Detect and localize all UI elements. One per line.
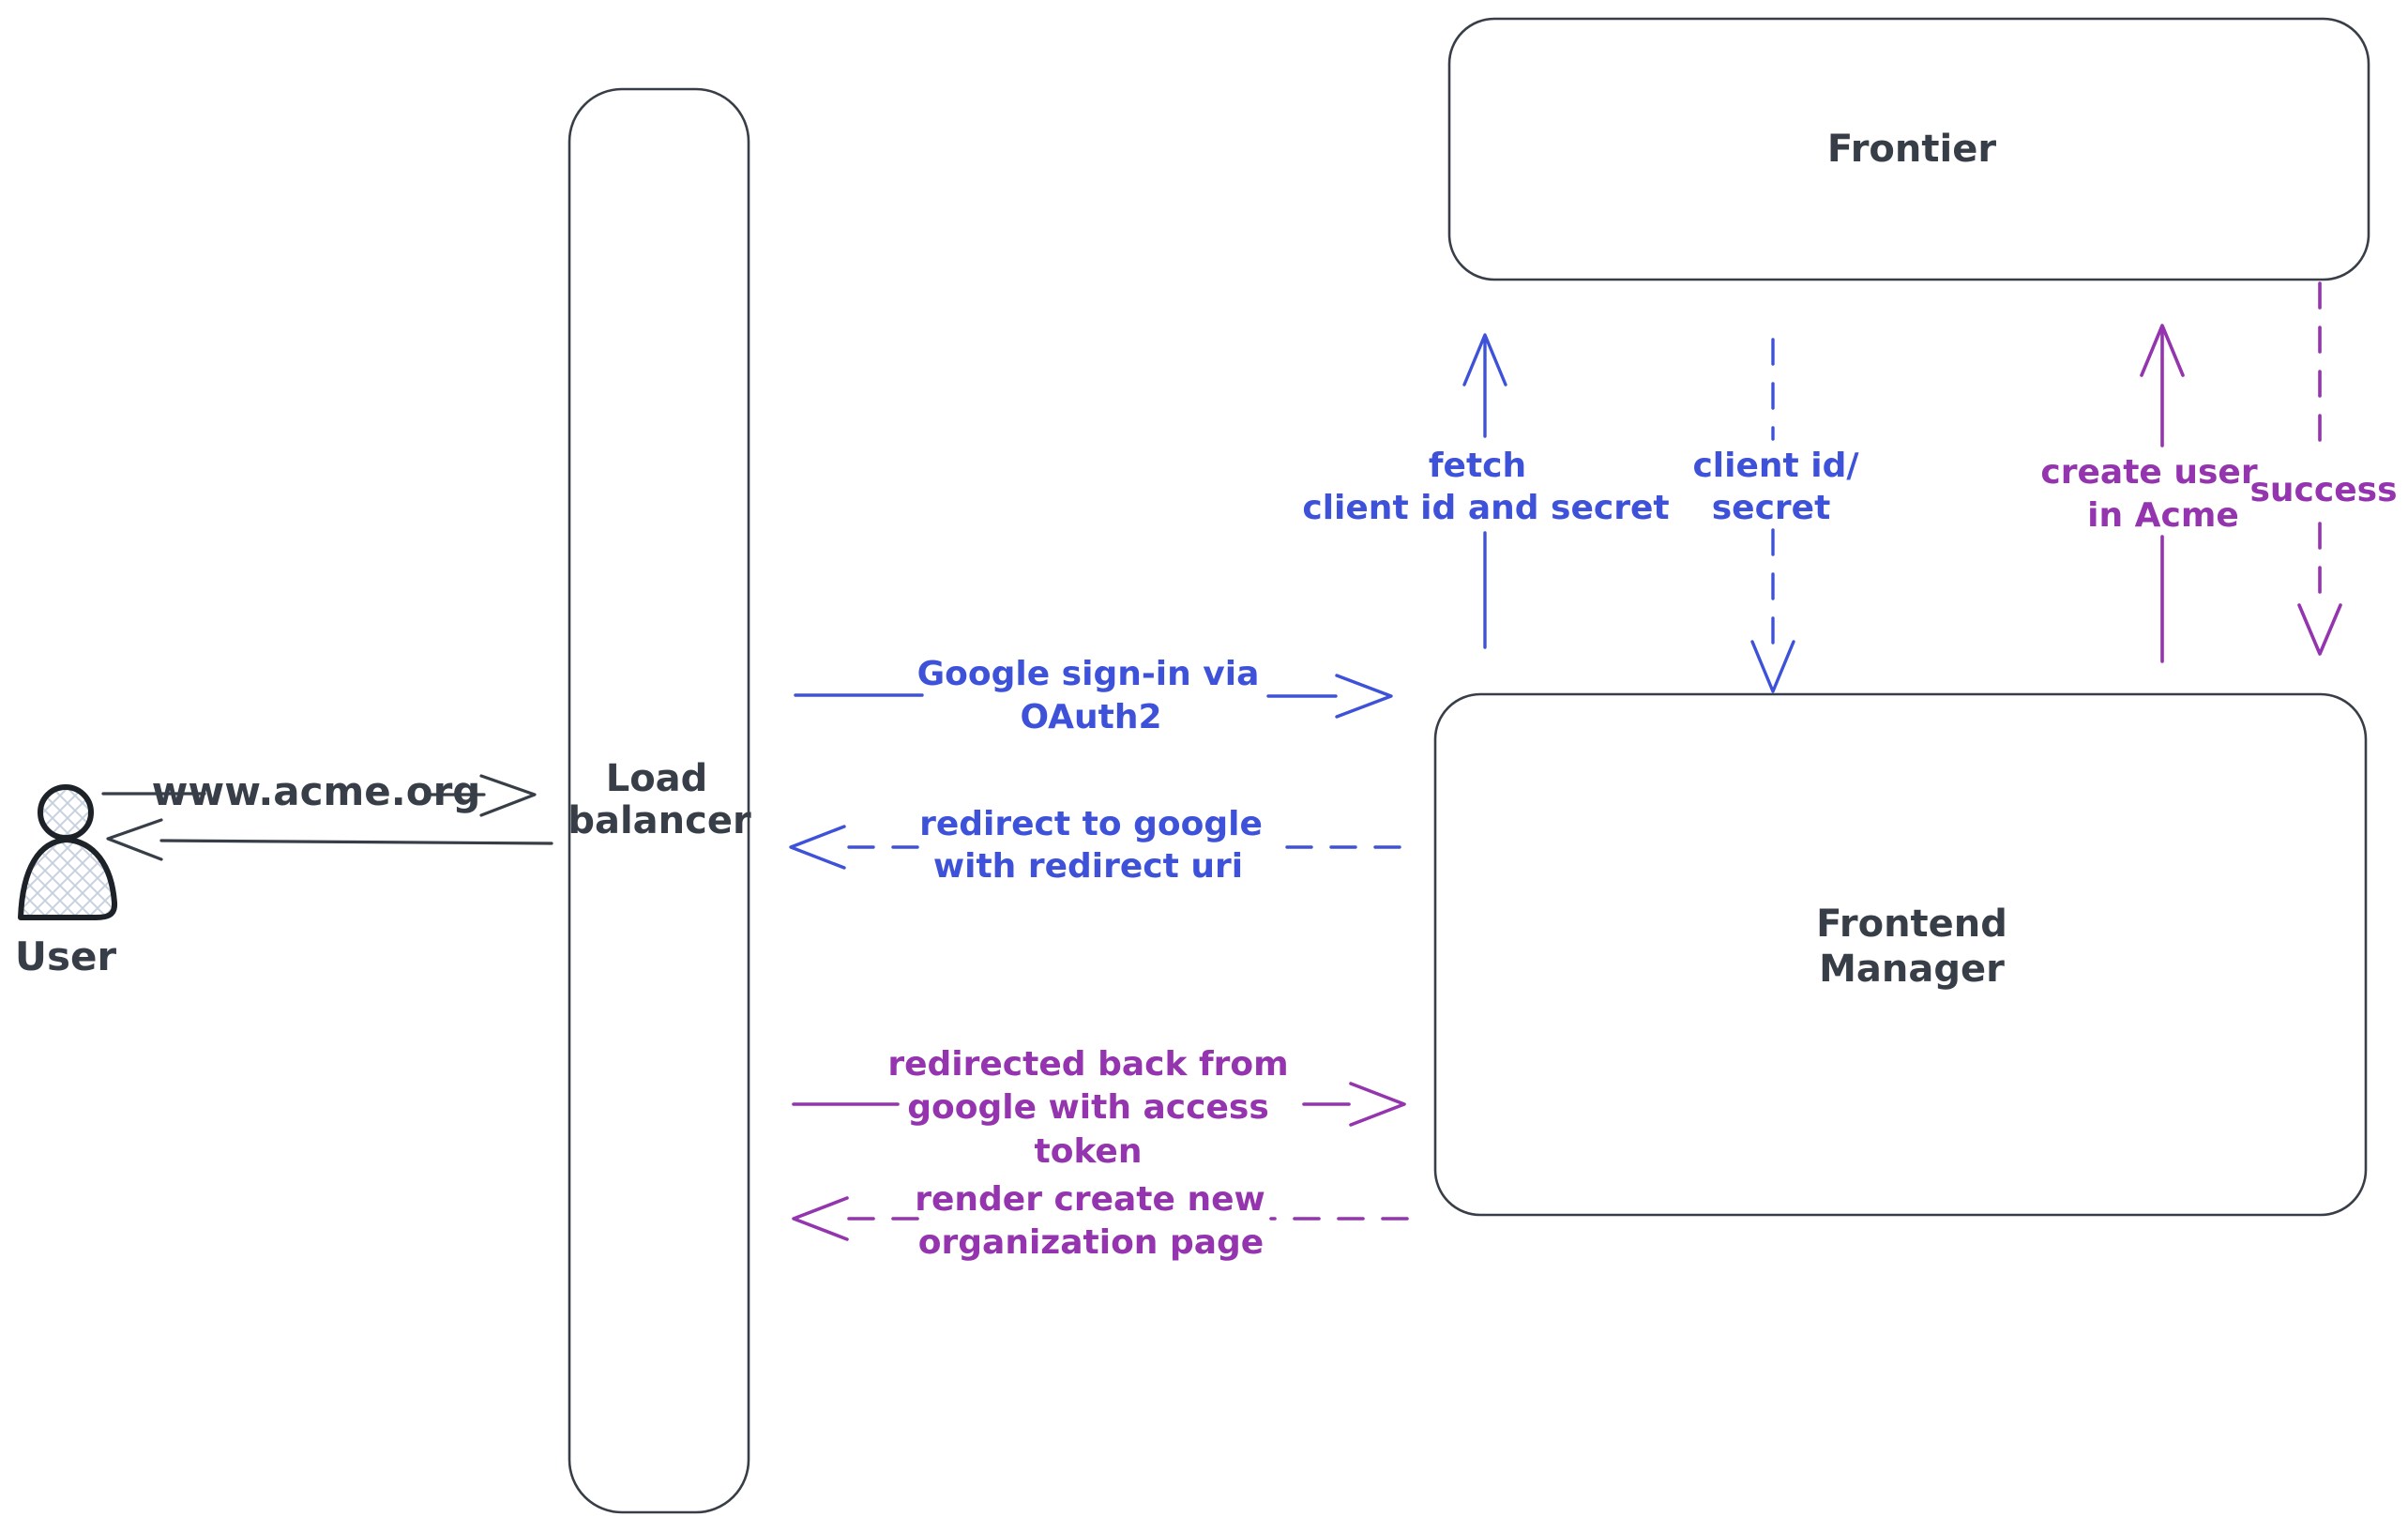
edge-user-to-lb-arrowhead	[479, 774, 537, 817]
edge-redirect-to-google: redirect to google with redirect uri	[789, 805, 1401, 886]
edge-client-id-secret-arrowhead	[1750, 640, 1795, 693]
edge-render-org-page-label-line2: organization page	[918, 1223, 1264, 1262]
edge-lb-to-user-line	[159, 839, 553, 845]
edge-google-signin-label-line1: Google sign-in via	[917, 655, 1260, 693]
frontend-manager-label-line1: Frontend	[1816, 903, 2007, 946]
edge-fetch-client-arrowhead	[1462, 333, 1507, 387]
user-label: User	[15, 933, 117, 979]
edge-create-user-arrowhead	[2140, 324, 2185, 377]
edge-redirect-to-google-label-line2: with redirect uri	[933, 847, 1243, 886]
edge-success-arrowhead	[2297, 603, 2342, 656]
edge-fetch-client-label-line2: client id and secret	[1302, 489, 1669, 527]
edge-render-org-page-arrowhead	[792, 1196, 849, 1241]
edge-redirected-back-label-line2: google with access	[907, 1088, 1269, 1127]
edge-redirected-back-label-line3: token	[1035, 1132, 1143, 1171]
load-balancer-label-line2: balancer	[568, 799, 751, 842]
edge-google-signin-arrowhead	[1335, 674, 1393, 719]
user-body-icon	[18, 837, 118, 920]
user-actor: User	[15, 784, 118, 979]
frontend-manager-node: Frontend Manager	[1433, 692, 2368, 1217]
edge-redirected-back-arrowhead	[1349, 1082, 1406, 1127]
edge-fetch-client: fetch client id and secret	[1302, 333, 1670, 649]
frontier-box	[1447, 17, 2370, 281]
edge-lb-to-user	[106, 818, 553, 861]
edge-redirected-back: redirected back from google with access …	[792, 1045, 1406, 1171]
edge-success-label: success	[2249, 471, 2397, 509]
edge-redirected-back-label-line1: redirected back from	[887, 1045, 1288, 1084]
frontier-node: Frontier	[1447, 17, 2370, 281]
user-head-icon	[38, 784, 94, 841]
edge-client-id-secret: client id/ secret	[1692, 338, 1859, 693]
frontend-manager-box	[1433, 692, 2368, 1217]
frontier-label: Frontier	[1827, 128, 1996, 171]
edge-lb-to-user-arrowhead	[106, 818, 163, 861]
edge-user-to-lb: www.acme.org	[101, 768, 537, 817]
edge-fetch-client-label-line1: fetch	[1429, 447, 1526, 485]
edge-render-org-page: render create new organization page	[792, 1180, 1409, 1262]
edge-google-signin-label-line2: OAuth2	[1020, 698, 1161, 736]
load-balancer-box	[568, 87, 750, 1514]
load-balancer-node: Load balancer	[568, 87, 751, 1514]
edge-create-user: create user in Acme	[2040, 324, 2258, 663]
load-balancer-label-line1: Load	[606, 757, 708, 800]
edge-redirect-to-google-label-line1: redirect to google	[919, 805, 1263, 843]
edge-redirect-to-google-arrowhead	[789, 825, 846, 870]
edge-success: success	[2249, 281, 2398, 656]
edge-render-org-page-label-line1: render create new	[915, 1180, 1265, 1219]
frontend-manager-label-line2: Manager	[1819, 948, 2005, 991]
edge-create-user-label-line2: in Acme	[2087, 496, 2239, 535]
edge-user-to-lb-label: www.acme.org	[152, 768, 481, 814]
edge-create-user-label-line1: create user	[2040, 453, 2257, 492]
edge-client-id-secret-label-line1: client id/	[1692, 447, 1859, 485]
edge-google-signin: Google sign-in via OAuth2	[794, 655, 1393, 736]
edge-client-id-secret-label-line2: secret	[1712, 489, 1831, 527]
